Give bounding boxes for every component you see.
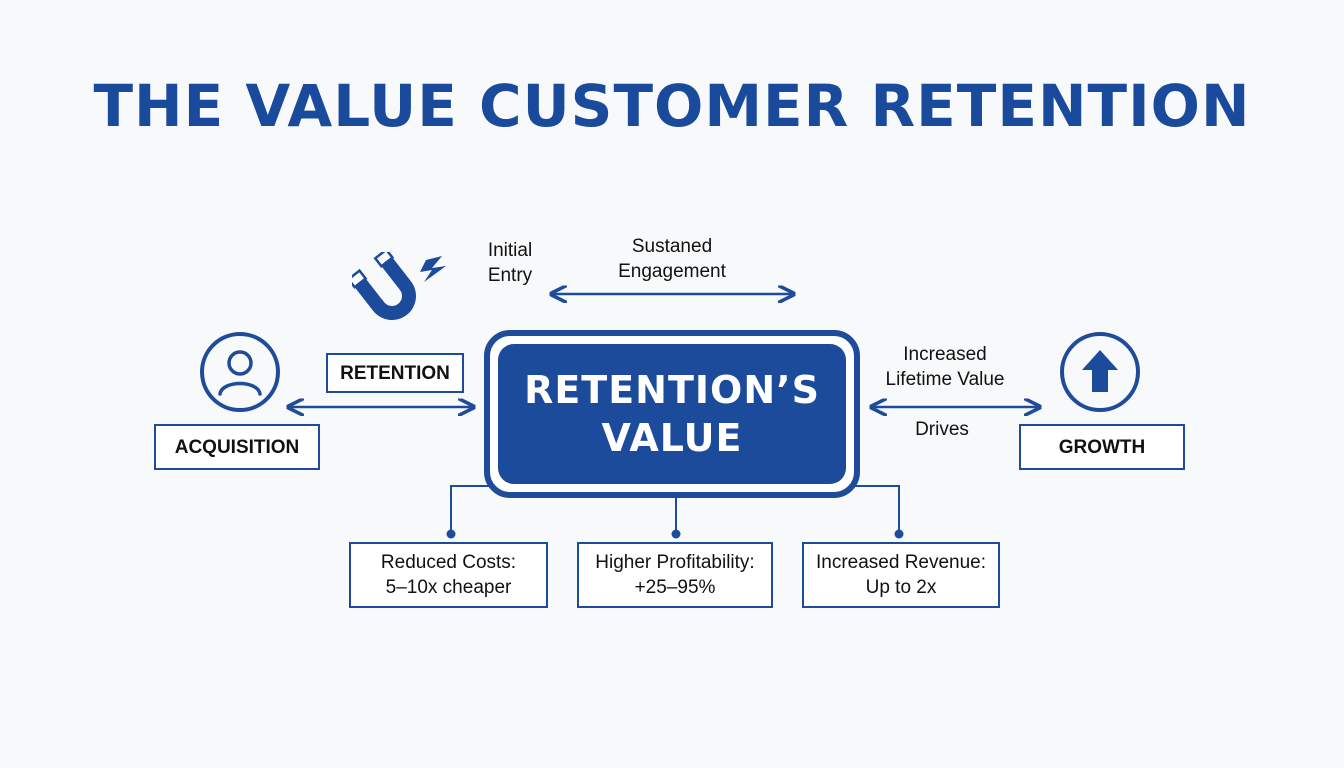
sustained-engagement-label: Sustaned Engagement	[618, 236, 726, 282]
drives-label: Drives	[915, 419, 969, 440]
benefit-higher-profitability: Higher Profitability: +25–95%	[577, 542, 773, 608]
connector-dot-middle	[671, 529, 681, 539]
retention-tag-label: RETENTION	[340, 362, 450, 384]
connector-left	[450, 485, 505, 534]
growth-label: GROWTH	[1058, 436, 1146, 458]
arrow-up-circle-icon	[1060, 332, 1140, 412]
user-icon	[200, 332, 280, 412]
acquisition-label: ACQUISITION	[174, 436, 300, 458]
growth-box: GROWTH	[1019, 424, 1185, 470]
benefit-increased-revenue: Increased Revenue: Up to 2x	[802, 542, 1000, 608]
magnet-icon	[352, 252, 446, 320]
retention-tag: RETENTION	[326, 353, 464, 393]
connector-dot-right	[894, 529, 904, 539]
lifetime-value-label: Increased Lifetime Value	[885, 344, 1005, 390]
acquisition-box: ACQUISITION	[154, 424, 320, 470]
initial-entry-label: Initial Entry	[487, 240, 533, 286]
connector-right	[840, 485, 900, 534]
page-title: THE VALUE CUSTOMER RETENTION	[93, 72, 1251, 140]
benefit-reduced-costs: Reduced Costs: 5–10x cheaper	[349, 542, 548, 608]
connector-dot-left	[446, 529, 456, 539]
center-box: RETENTION’S VALUE	[498, 344, 846, 484]
center-line-1: RETENTION’S	[524, 368, 820, 412]
center-line-2: VALUE	[601, 416, 743, 460]
